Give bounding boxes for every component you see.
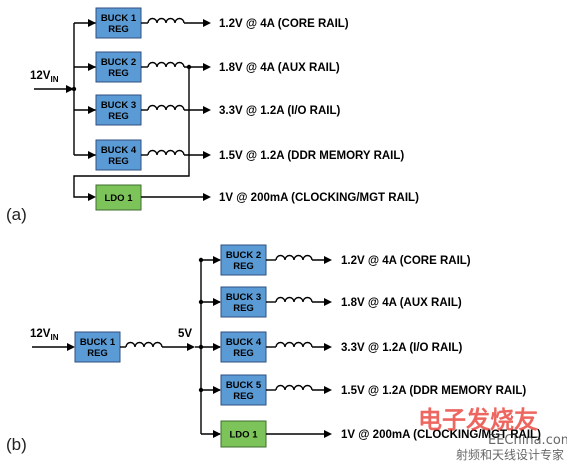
rail-4-label-a: 1.5V @ 1.2A (DDR MEMORY RAIL) (219, 150, 404, 162)
buck-4-name-b: BUCK 4 (226, 337, 262, 348)
watermark-tagline: 射频和天线设计专家 (456, 447, 564, 462)
inductor-icon (147, 104, 185, 111)
buck-2-name-a: BUCK 2 (101, 57, 136, 68)
buck-row-a-2: BUCK 2 REG 1.8V @ 4A (AUX RAIL) (74, 51, 340, 83)
ldo-block-b (220, 420, 267, 448)
input-label-a: 12VIN (30, 70, 59, 84)
ldo-block-a (95, 184, 142, 211)
buck-5-reg-b: REG (233, 391, 254, 402)
rail-2-label-b: 1.8V @ 4A (AUX RAIL) (341, 297, 462, 309)
inductor-icon (147, 17, 185, 24)
first-buck-block-b (74, 331, 121, 363)
inductor-icon (147, 149, 185, 156)
buck-1-reg-a: REG (108, 24, 129, 35)
buck-5-block-b (220, 374, 267, 406)
panel-label-b: (b) (6, 435, 27, 454)
buck-row-a-3: BUCK 3 REG 3.3V @ 1.2A (I/O RAIL) (74, 94, 341, 126)
buck-3-block-b (220, 286, 267, 318)
ldo-name-a: LDO 1 (105, 193, 134, 204)
ldo-name-b: LDO 1 (230, 430, 259, 441)
ldo-rail-label-b: 1V @ 200mA (CLOCKING/MGT RAIL) (341, 429, 541, 441)
first-buck-reg-b: REG (87, 348, 108, 359)
buck-3-name-a: BUCK 3 (101, 100, 136, 111)
buck-2-reg-a: REG (108, 68, 129, 79)
buck-row-a-1: BUCK 1 REG 1.2V @ 4A (CORE RAIL) (74, 7, 349, 39)
diagram-a: 12VIN BUCK 1 REG 1.2V @ 4A (CORE RAIL) B… (6, 7, 419, 224)
inductor-icon (125, 341, 163, 348)
inductor-icon (275, 341, 313, 348)
buck-5-name-b: BUCK 5 (226, 380, 262, 391)
watermark-logo: 电子发烧友 (418, 406, 538, 434)
inductor-icon (275, 254, 313, 261)
buck-row-b-4: BUCK 5 REG 1.5V @ 1.2A (DDR MEMORY RAIL) (198, 374, 526, 406)
panel-label-a: (a) (6, 205, 27, 224)
buck-2-name-b: BUCK 2 (226, 250, 261, 261)
input-label-b: 12VIN (30, 328, 59, 342)
inductor-icon (275, 384, 313, 391)
buck-3-name-b: BUCK 3 (226, 292, 261, 303)
buck-row-a-4: BUCK 4 REG 1.5V @ 1.2A (DDR MEMORY RAIL) (74, 139, 404, 171)
buck-4-reg-b: REG (233, 348, 254, 359)
input-arrow-a (66, 85, 74, 93)
ldo-rail-label-a: 1V @ 200mA (CLOCKING/MGT RAIL) (219, 192, 419, 204)
buck-2-block-b (220, 244, 267, 276)
rail-3-label-b: 3.3V @ 1.2A (I/O RAIL) (341, 342, 463, 354)
buck-4-reg-a: REG (108, 156, 129, 167)
rail-2-label-a: 1.8V @ 4A (AUX RAIL) (219, 62, 340, 74)
buck-4-name-a: BUCK 4 (101, 145, 137, 156)
watermark: 电子发烧友 EEChina.com 射频和天线设计专家 (418, 406, 567, 462)
buck-3-block-a (95, 94, 142, 126)
buck-1-name-a: BUCK 1 (101, 13, 137, 24)
buck-4-block-a (95, 139, 142, 171)
buck-row-b-3: BUCK 4 REG 3.3V @ 1.2A (I/O RAIL) (201, 331, 463, 363)
rail-1-label-b: 1.2V @ 4A (CORE RAIL) (341, 255, 471, 267)
buck-3-reg-b: REG (233, 303, 254, 314)
buck-1-block-a (95, 7, 142, 39)
first-buck-name-b: BUCK 1 (80, 337, 116, 348)
inductor-icon (275, 296, 313, 303)
rail-4-label-b: 1.5V @ 1.2A (DDR MEMORY RAIL) (341, 385, 526, 397)
buck-row-b-2: BUCK 3 REG 1.8V @ 4A (AUX RAIL) (198, 286, 462, 318)
ldo-row-b: LDO 1 1V @ 200mA (CLOCKING/MGT RAIL) (201, 420, 541, 448)
buck-row-b-1: BUCK 2 REG 1.2V @ 4A (CORE RAIL) (198, 244, 471, 276)
buck-3-reg-a: REG (108, 111, 129, 122)
buck-2-reg-b: REG (233, 261, 254, 272)
rail-3-label-a: 3.3V @ 1.2A (I/O RAIL) (219, 105, 341, 117)
intermediate-rail-label: 5V (178, 328, 192, 340)
watermark-site: EEChina.com (488, 433, 567, 448)
diagram-b: 12VIN BUCK 1 REG 5V BUCK 2 REG 1.2V @ 4A… (6, 244, 541, 454)
ldo-feed-a (73, 67, 190, 198)
inductor-icon (147, 61, 185, 68)
rail-1-label-a: 1.2V @ 4A (CORE RAIL) (219, 18, 349, 30)
